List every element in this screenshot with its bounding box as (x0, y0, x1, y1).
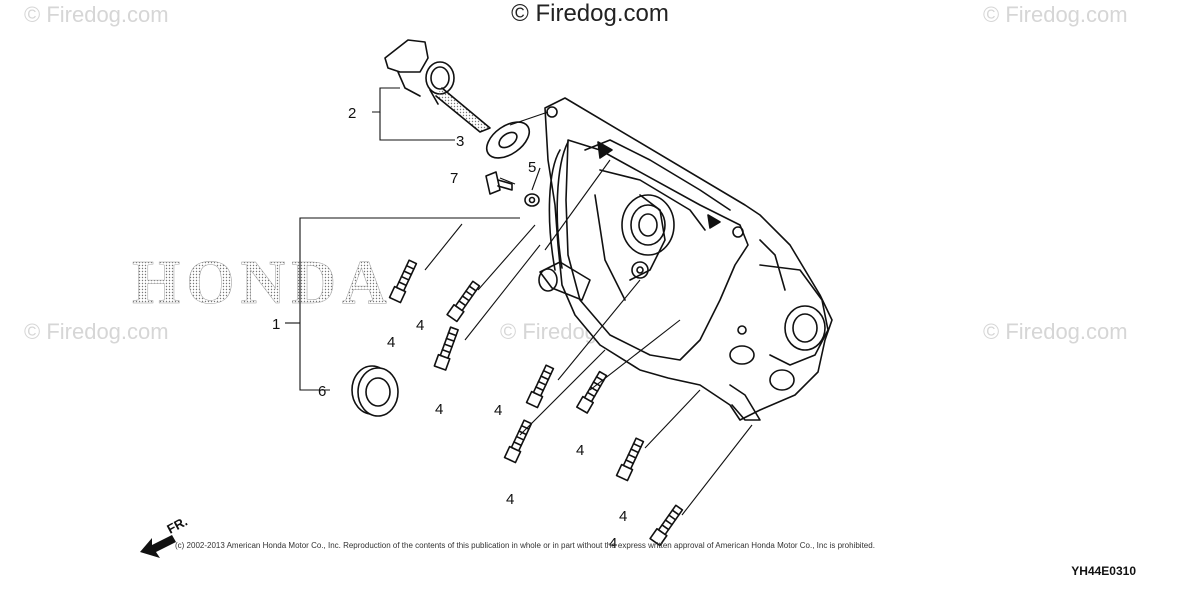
callout-4: 4 (506, 491, 514, 508)
gasket (485, 121, 531, 159)
callout-7: 7 (450, 170, 458, 187)
front-direction-label: FR. (164, 514, 190, 537)
washer (524, 193, 540, 207)
oil-filler-cap-dipstick (384, 39, 491, 133)
watermark-mid-left: © Firedog.com (24, 319, 169, 344)
callout-4: 4 (416, 317, 424, 334)
callout-4: 4 (619, 508, 627, 525)
callout-4: 4 (435, 401, 443, 418)
side-cover-housing (538, 97, 833, 421)
diagram-code: YH44E0310 (1071, 564, 1136, 578)
honda-brand-text: HONDA (132, 249, 393, 317)
oil-seal (351, 365, 399, 417)
callout-4: 4 (387, 334, 395, 351)
callout-1: 1 (272, 316, 280, 333)
watermark-top-left: © Firedog.com (24, 2, 169, 27)
callout-4: 4 (609, 535, 617, 552)
flange-bolts (388, 259, 684, 547)
callouts: 2 3 5 7 1 6 4 4 4 4 4 4 4 4 (272, 105, 627, 552)
flange-bolt (615, 437, 645, 482)
copyright-notice: (c) 2002-2013 American Honda Motor Co., … (175, 541, 875, 550)
watermark-title: © Firedog.com (511, 0, 669, 27)
watermark-top-right: © Firedog.com (983, 2, 1128, 27)
flange-bolt (388, 259, 418, 304)
flange-bolt (576, 370, 608, 414)
flange-bolt (433, 326, 459, 371)
flange-bolt (446, 280, 481, 323)
flange-bolt (525, 364, 555, 409)
callout-4: 4 (494, 402, 502, 419)
small-bolt (485, 171, 513, 195)
callout-2: 2 (348, 105, 356, 122)
callout-5: 5 (528, 159, 536, 176)
leader-lines (285, 87, 753, 516)
watermark-mid-right: © Firedog.com (983, 319, 1128, 344)
front-direction-arrow: FR. (140, 514, 190, 558)
callout-4: 4 (576, 442, 584, 459)
callout-3: 3 (456, 133, 464, 150)
flange-bolt (649, 504, 684, 547)
callout-6: 6 (318, 383, 326, 400)
